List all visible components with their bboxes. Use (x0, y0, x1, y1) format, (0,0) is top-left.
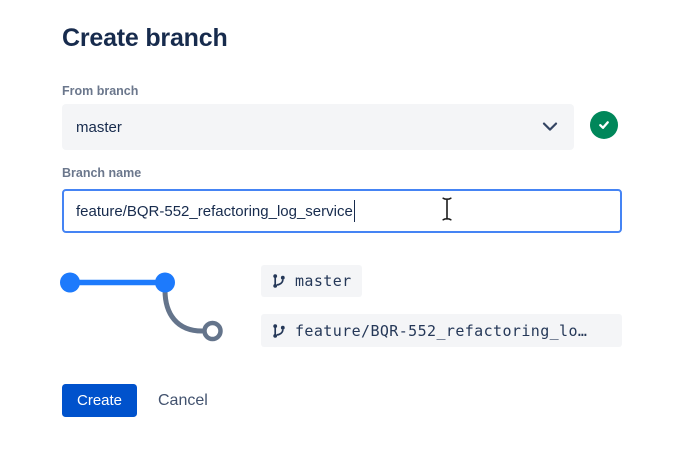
git-branch-icon (273, 323, 285, 338)
new-branch-chip: feature/BQR-552_refactoring_lo… (261, 314, 622, 347)
page-title: Create branch (62, 24, 228, 52)
branch-point-dot (155, 272, 175, 293)
from-branch-select[interactable]: master (62, 104, 574, 150)
create-button[interactable]: Create (62, 384, 138, 417)
source-branch-chip-label: master (295, 272, 352, 290)
git-branch-icon (273, 274, 285, 288)
branch-graph (60, 272, 223, 342)
branch-name-input[interactable]: feature/BQR-552_refactoring_log_service (62, 189, 622, 233)
from-branch-label: From branch (62, 84, 139, 98)
text-caret (353, 200, 356, 222)
branch-name-label: Branch name (62, 166, 142, 180)
branch-name-value: feature/BQR-552_refactoring_log_service (76, 202, 353, 220)
check-icon (599, 121, 609, 129)
new-branch-chip-label: feature/BQR-552_refactoring_lo… (295, 321, 588, 340)
from-branch-value: master (76, 118, 122, 136)
new-branch-ring (202, 320, 223, 342)
chevron-down-icon (542, 122, 558, 131)
cancel-button[interactable]: Cancel (158, 392, 208, 409)
validation-success-badge (590, 111, 618, 139)
source-commit-dot (60, 272, 80, 293)
source-branch-chip: master (261, 265, 362, 297)
